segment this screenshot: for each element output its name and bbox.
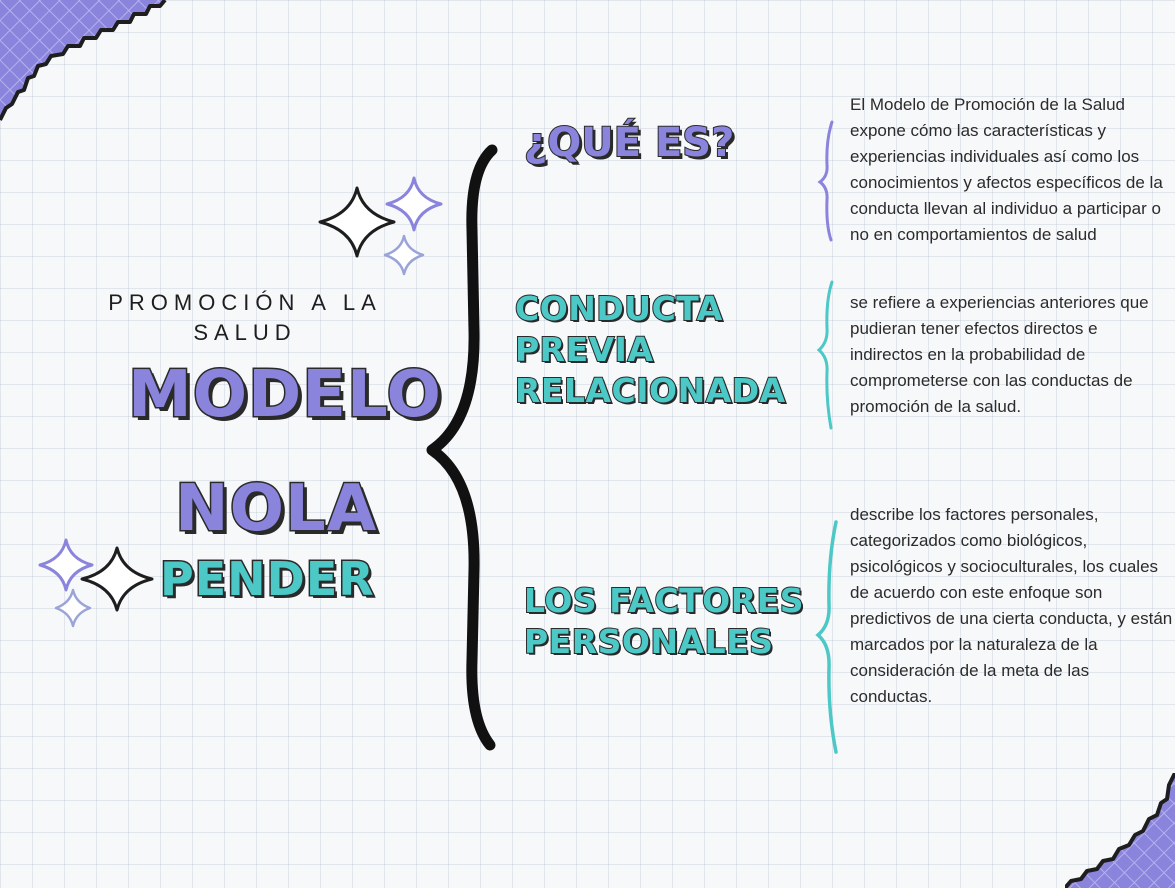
- sparkle-icon: [80, 546, 154, 612]
- small-brace-icon: [816, 280, 834, 430]
- sparkle-icon: [385, 176, 443, 232]
- small-brace-icon: [815, 520, 838, 754]
- heading-que-es: ¿QUÉ ES?: [523, 119, 735, 167]
- small-brace-icon: [817, 120, 834, 242]
- sparkle-icon: [54, 588, 92, 628]
- heading-line-1: CONDUCTA: [514, 288, 723, 329]
- heading-factores-personales: LOS FACTORES PERSONALES: [523, 580, 804, 662]
- subtitle: PROMOCIÓN A LA SALUD: [108, 290, 382, 345]
- heading-line-3: RELACIONADA: [514, 370, 786, 411]
- heading-line-1: LOS FACTORES: [523, 580, 804, 621]
- title-word-modelo: MODELO: [127, 357, 443, 434]
- sparkle-icon: [38, 538, 94, 592]
- corner-decoration-bottom-right: [1065, 773, 1175, 888]
- sparkle-icon: [383, 234, 425, 276]
- big-brace-icon: [426, 144, 498, 751]
- title-word-pender: PENDER: [159, 551, 376, 608]
- heading-line-2: PREVIA: [514, 329, 654, 370]
- description-factores-personales: describe los factores personales, catego…: [850, 505, 1173, 706]
- heading-conducta-previa: CONDUCTA PREVIA RELACIONADA: [514, 288, 786, 411]
- sparkle-icon: [318, 186, 396, 258]
- title-word-nola: NOLA: [173, 471, 378, 548]
- description-conducta-previa: se refiere a experiencias anteriores que…: [850, 293, 1149, 416]
- heading-line-2: PERSONALES: [523, 621, 774, 662]
- description-que-es: El Modelo de Promoción de la Salud expon…: [850, 95, 1163, 244]
- corner-decoration-top-left: [0, 0, 167, 121]
